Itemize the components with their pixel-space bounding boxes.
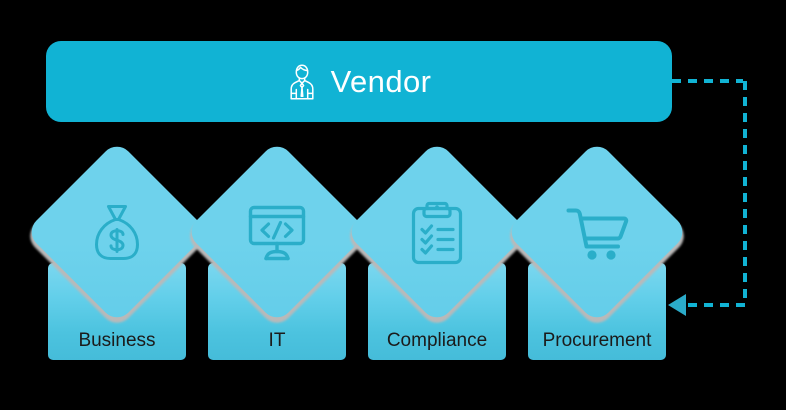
node-label: Compliance xyxy=(386,330,488,351)
clipboard-checklist-icon xyxy=(411,201,463,265)
node-label: Procurement xyxy=(542,330,652,351)
node-it[interactable]: IT xyxy=(183,140,371,360)
vendor-to-procurement-arrow xyxy=(668,79,747,316)
node-compliance[interactable]: Compliance xyxy=(343,140,531,360)
code-monitor-icon xyxy=(248,205,306,261)
node-business[interactable]: Business xyxy=(23,140,211,360)
money-bag-icon xyxy=(95,205,139,260)
businessperson-icon xyxy=(290,64,314,99)
node-icon-wrap xyxy=(208,193,346,273)
shopping-cart-icon xyxy=(566,208,629,260)
node-icon-wrap xyxy=(368,193,506,273)
node-label: IT xyxy=(268,330,286,351)
connector-arrowhead-icon xyxy=(668,294,686,316)
node-icon-wrap xyxy=(528,193,666,273)
node-label: Business xyxy=(78,330,156,351)
vendor-label: Vendor xyxy=(330,64,432,99)
vendor-header-node[interactable]: Vendor xyxy=(46,41,672,122)
node-procurement[interactable]: Procurement xyxy=(503,140,691,360)
node-icon-wrap xyxy=(48,193,186,273)
